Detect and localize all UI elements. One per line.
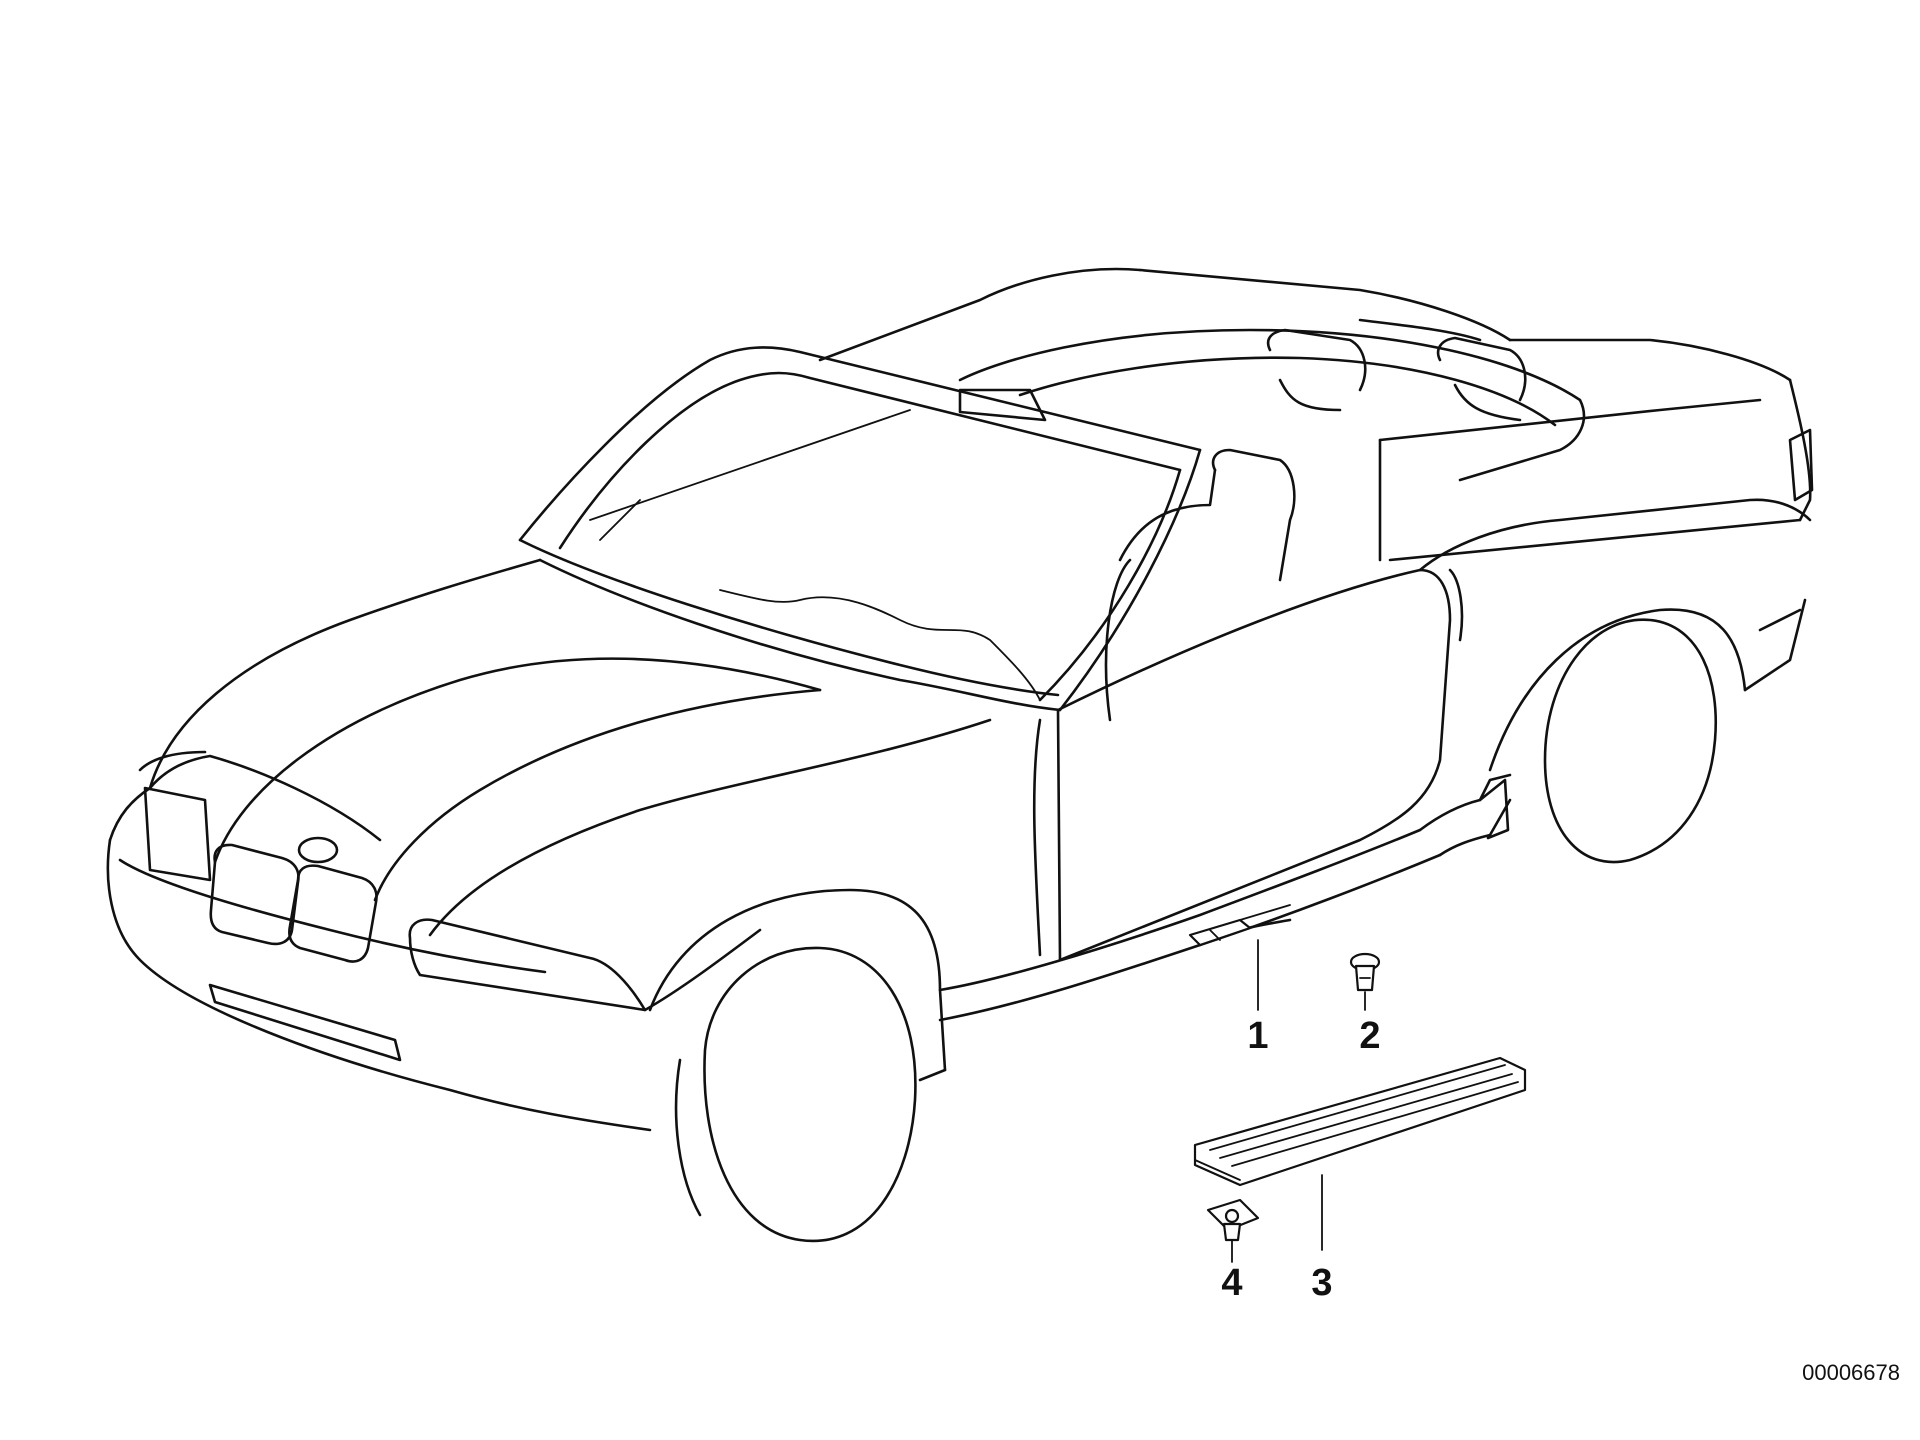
car-illustration [106, 267, 1814, 1243]
part-3-entrance-strip [1193, 1056, 1527, 1187]
leader-lines [1231, 939, 1366, 1263]
callout-2: 2 [1359, 1015, 1380, 1057]
part-1-sill-trim [1188, 904, 1291, 947]
reference-number: 00006678 [1802, 1360, 1900, 1385]
callout-3: 3 [1311, 1262, 1332, 1304]
part-2-clip [1349, 952, 1381, 992]
callout-1: 1 [1247, 1015, 1268, 1057]
part-4-clip-nut [1206, 1198, 1260, 1242]
callout-4: 4 [1221, 1262, 1242, 1304]
